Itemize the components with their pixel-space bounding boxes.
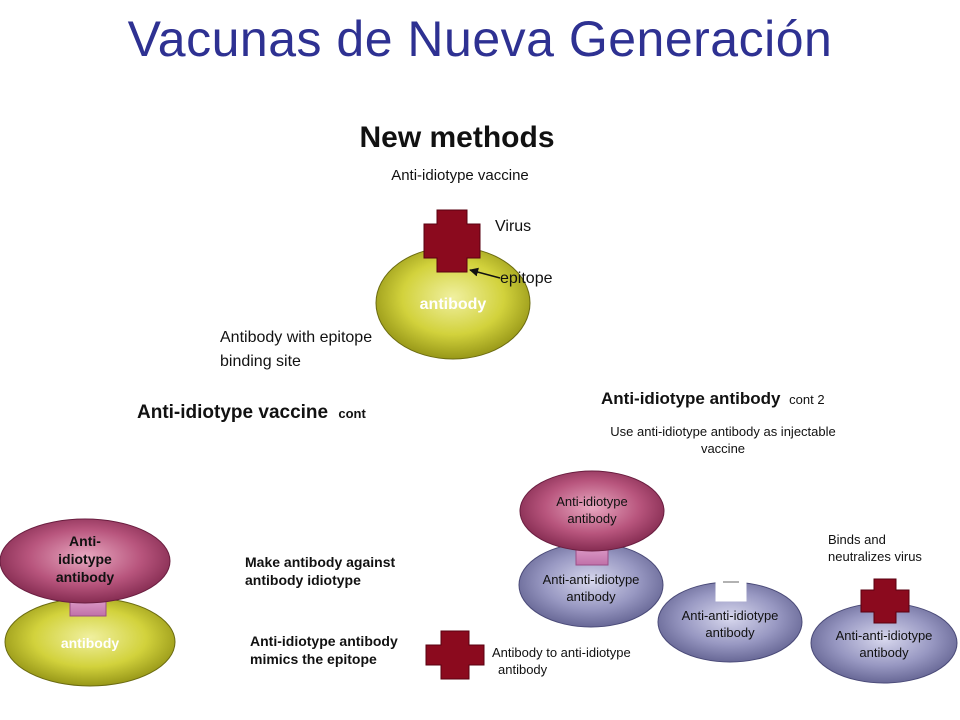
left-heading-suffix: cont (338, 406, 366, 421)
left-antibody-label: antibody (61, 635, 120, 651)
virus-icon (423, 209, 481, 273)
anti-anti-2-line1: Anti-anti-idiotype (682, 608, 779, 623)
anti-anti-2-line2: antibody (705, 625, 755, 640)
anti-anti-3-line2: antibody (859, 645, 909, 660)
make-line2: antibody idiotype (245, 572, 361, 588)
right-panel: Anti-idiotype antibody cont 2 Use anti-i… (518, 389, 958, 684)
anti-anti-3-line1: Anti-anti-idiotype (836, 628, 933, 643)
left-panel: Anti-idiotype vaccine cont Anti- idiotyp… (0, 402, 631, 687)
top-subheading: Anti-idiotype vaccine (391, 167, 529, 184)
binding-site-line1: Antibody with epitope (220, 329, 372, 346)
mimic-epitope-icon (425, 630, 485, 680)
left-heading: Anti-idiotype vaccine cont (137, 402, 367, 423)
left-anti-line3: antibody (56, 569, 115, 585)
right-heading-main: Anti-idiotype antibody (601, 389, 781, 408)
left-anti-idiotype-ellipse (0, 518, 171, 604)
right-heading: Anti-idiotype antibody cont 2 (601, 389, 825, 408)
antibody-label: antibody (420, 296, 487, 313)
binding-site-line2: binding site (220, 353, 301, 370)
slide-title: Vacunas de Nueva Generación (127, 11, 833, 67)
epitope-arrow-icon (469, 267, 501, 279)
anti-anti-1-line2: antibody (566, 589, 616, 604)
virus-label: Virus (495, 218, 531, 235)
new-methods-heading: New methods (359, 121, 554, 154)
left-heading-main: Anti-idiotype vaccine (137, 402, 328, 423)
right-heading-suffix: cont 2 (789, 392, 824, 407)
right-anti-line2: antibody (567, 511, 617, 526)
epitope-label: epitope (500, 270, 553, 287)
empty-binding-site (715, 581, 747, 602)
binds-line1: Binds and (828, 532, 886, 547)
use-line1: Use anti-idiotype antibody as injectable (610, 424, 835, 439)
antibody-to-line2: antibody (498, 662, 548, 677)
right-anti-line1: Anti-idiotype (556, 494, 628, 509)
make-line1: Make antibody against (245, 554, 395, 570)
antibody-to-line1: Antibody to anti-idiotype (492, 645, 631, 660)
left-anti-line1: Anti- (69, 533, 101, 549)
anti-anti-1-line1: Anti-anti-idiotype (543, 572, 640, 587)
right-anti-idiotype-ellipse (519, 470, 665, 552)
binds-line2: neutralizes virus (828, 549, 922, 564)
left-anti-line2: idiotype (58, 551, 112, 567)
use-line2: vaccine (701, 441, 745, 456)
top-panel: New methods Anti-idiotype vaccine antibo… (220, 121, 555, 370)
bound-virus-icon (860, 578, 910, 624)
mimics-line2: mimics the epitope (250, 651, 377, 667)
mimics-line1: Anti-idiotype antibody (250, 633, 398, 649)
